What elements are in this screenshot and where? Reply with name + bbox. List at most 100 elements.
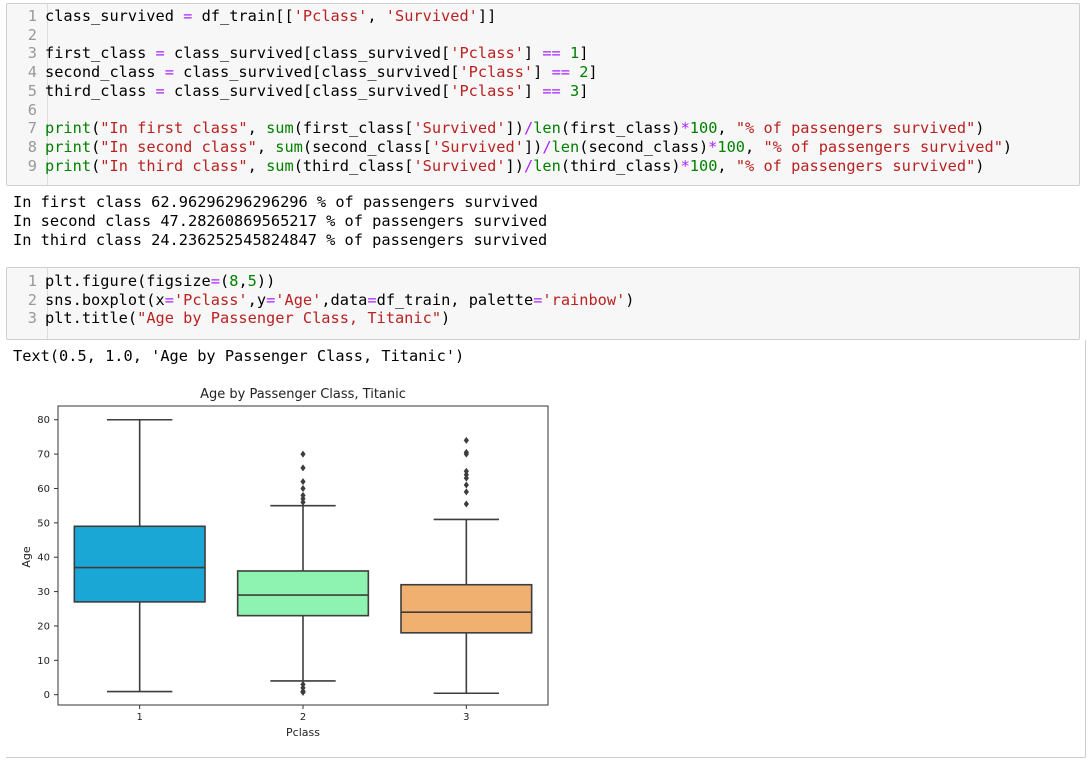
code-token: 'Pclass' <box>459 63 534 82</box>
code-token: 'Survived' <box>413 156 506 175</box>
code-token: 'Survived' <box>431 137 524 156</box>
line-number: 8 <box>27 137 37 156</box>
code-token: 100 <box>717 137 746 156</box>
outlier-point <box>463 448 469 456</box>
code-token: (second_class[ <box>302 137 432 156</box>
line-number: 3 <box>27 309 37 328</box>
code-token: = <box>155 44 165 63</box>
x-tick-label: 1 <box>136 712 142 723</box>
code-token: 3 <box>569 81 580 100</box>
code-token: = <box>164 290 174 309</box>
code-token: , <box>256 137 276 156</box>
code-token: first_class <box>45 44 156 63</box>
y-tick-label: 40 <box>37 553 50 564</box>
code-token: , <box>367 7 386 25</box>
code-token: ( <box>91 137 101 156</box>
code-token: = <box>155 81 165 100</box>
stdout-line: In second class 47.28260869565217 % of p… <box>13 212 548 230</box>
stdout-line: In third class 24.236252545824847 % of p… <box>13 231 548 249</box>
code-token: ,y <box>247 290 267 309</box>
chart-title: Age by Passenger Class, Titanic <box>200 387 406 402</box>
y-tick-label: 20 <box>37 621 50 632</box>
code-token: ( <box>91 119 101 138</box>
x-tick-label: 3 <box>463 712 469 723</box>
box-iqr <box>236 570 370 617</box>
code-line[interactable]: 2 <box>7 26 45 45</box>
code-token: print <box>45 119 92 138</box>
code-token: = <box>266 290 276 309</box>
line-number: 9 <box>27 156 37 175</box>
code-token: ] <box>523 44 543 63</box>
output-area-2 <box>6 340 1086 758</box>
code-token: / <box>542 137 552 156</box>
y-tick-label: 10 <box>37 656 50 667</box>
line-number: 5 <box>27 81 37 100</box>
code-token: ) <box>625 290 635 309</box>
outlier-point <box>463 481 469 489</box>
code-token: print <box>45 137 92 156</box>
code-token: len <box>533 156 561 175</box>
code-token: * <box>680 119 690 138</box>
code-token: (third_class[ <box>293 156 414 175</box>
y-tick-label: 60 <box>37 484 50 495</box>
code-token: sum <box>266 156 294 175</box>
gutter-separator <box>47 268 48 339</box>
code-token: = <box>183 7 193 25</box>
code-token: , <box>717 156 736 175</box>
code-token: ( <box>91 156 101 175</box>
outlier-point <box>463 500 469 508</box>
line-number: 4 <box>27 63 37 82</box>
outlier-point <box>463 488 469 496</box>
code-token: = <box>210 272 220 290</box>
code-token: == <box>551 63 570 82</box>
code-token: "Age by Passenger Class, Titanic" <box>137 309 442 328</box>
stdout-line: In first class 62.96296296296296 % of pa… <box>13 193 538 211</box>
code-token: 5 <box>247 272 257 290</box>
code-line[interactable]: 6 <box>7 101 45 120</box>
code-token: "% of passengers survived" <box>735 156 976 175</box>
code-token: 'Pclass' <box>450 81 524 100</box>
y-tick-label: 70 <box>37 450 50 461</box>
code-token: (second_class) <box>579 137 709 156</box>
line-number: 2 <box>27 25 37 44</box>
code-token: ]) <box>523 137 543 156</box>
code-token: / <box>523 119 534 138</box>
x-tick-label: 2 <box>300 712 306 723</box>
y-tick-label: 50 <box>37 518 50 529</box>
code-token: plt.figure(figsize <box>45 272 211 290</box>
outlier-point <box>300 478 306 486</box>
code-token: 2 <box>579 63 589 82</box>
code-token: third_class <box>45 81 156 100</box>
box-iqr <box>400 583 533 634</box>
code-token: 100 <box>689 156 718 175</box>
code-token: 'Age' <box>275 290 322 309</box>
code-token: ] <box>588 63 598 82</box>
line-number: 1 <box>27 7 37 25</box>
code-token: "% of passengers survived" <box>763 137 1003 156</box>
code-token: df_train, palette <box>376 290 534 309</box>
code-token: "In third class" <box>100 156 248 175</box>
code-token: (first_class[ <box>293 119 414 138</box>
code-token: 100 <box>689 119 718 138</box>
code-token: class_survived[class_survived[ <box>173 63 460 82</box>
code-token: len <box>533 119 561 138</box>
outlier-point <box>300 450 306 458</box>
code-token: ) <box>975 119 985 138</box>
line-number: 2 <box>27 290 37 309</box>
code-token: , <box>247 156 267 175</box>
code-token: ,data <box>321 290 368 309</box>
text-repr-output: Text(0.5, 1.0, 'Age by Passenger Class, … <box>13 347 465 365</box>
code-token: "In first class" <box>100 119 248 138</box>
